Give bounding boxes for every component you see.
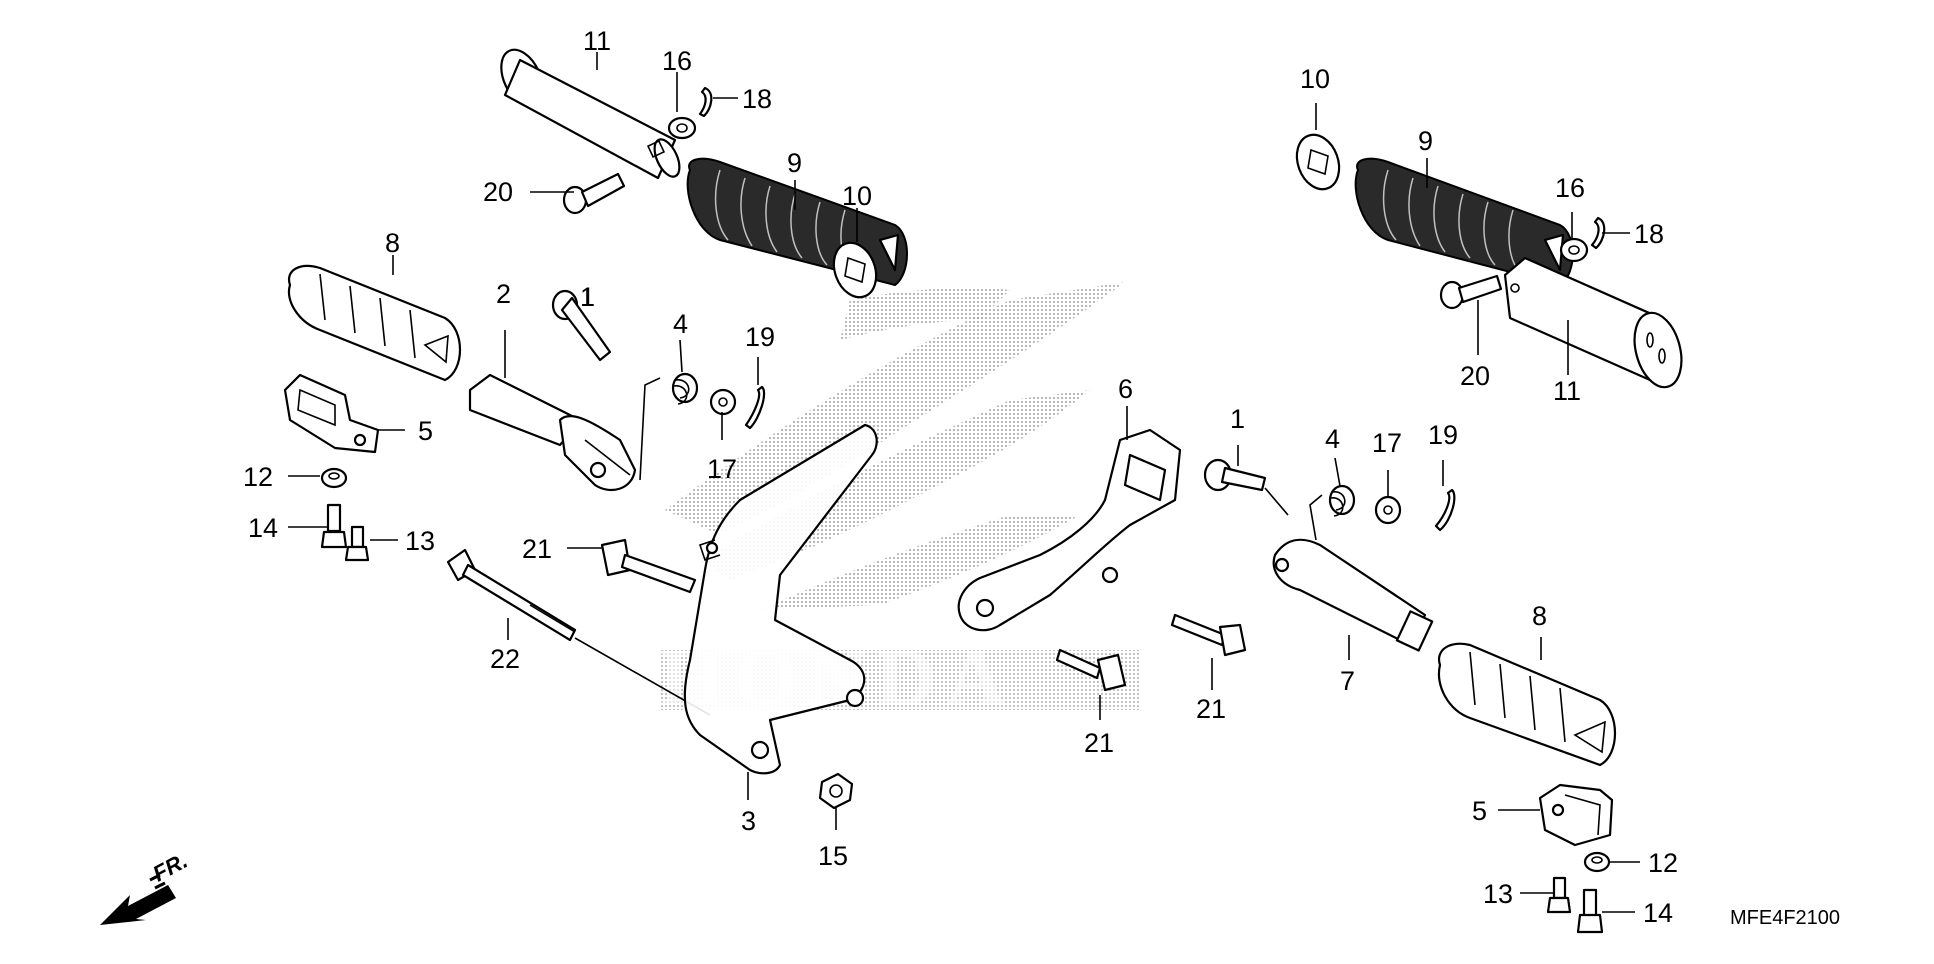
callout-14: 14 xyxy=(248,513,278,543)
callout-16-right: 16 xyxy=(1555,173,1585,203)
long-bolt xyxy=(446,548,711,716)
shaped-washer-left xyxy=(832,241,878,299)
leader-lines xyxy=(288,52,1640,913)
callout-9: 9 xyxy=(787,148,802,178)
return-spring-left xyxy=(639,372,699,481)
part-callouts: 11 16 18 20 9 10 8 1 2 4 19 5 17 12 14 1… xyxy=(243,26,1840,929)
callout-11-right: 11 xyxy=(1553,376,1581,406)
callout-20: 20 xyxy=(483,177,513,207)
pillion-peg-rubber-right xyxy=(1354,157,1574,287)
bolt-14-right xyxy=(1576,888,1604,934)
callout-11: 11 xyxy=(583,26,611,56)
callout-5-right: 5 xyxy=(1472,796,1487,826)
flange-bolt-left-bracket xyxy=(600,538,697,594)
callout-18: 18 xyxy=(742,84,772,114)
callout-21-right-lower: 21 xyxy=(1084,728,1114,758)
cotter-pin-right-lower xyxy=(1434,488,1456,532)
flange-bolt-right-lower xyxy=(1055,648,1127,692)
callout-4: 4 xyxy=(673,309,688,339)
callout-15: 15 xyxy=(818,841,848,871)
pillion-peg-shaft-left xyxy=(500,48,681,180)
front-direction-arrow: FR. xyxy=(100,848,192,925)
bolt-13-left xyxy=(344,525,370,562)
nut-right xyxy=(1583,851,1611,873)
footpeg-pivot-pin-left xyxy=(551,289,612,362)
footpeg-rubber-right xyxy=(1437,642,1617,767)
callout-8-right: 8 xyxy=(1532,601,1547,631)
callout-7: 7 xyxy=(1340,666,1355,696)
footpeg-pivot-pin-right xyxy=(1203,458,1289,516)
footpeg-bracket-plate-right xyxy=(957,428,1182,632)
footpeg-bracket-right xyxy=(1538,783,1614,847)
washer-right-lower xyxy=(1374,495,1402,525)
callout-1-right: 1 xyxy=(1230,404,1245,434)
callout-18-right: 18 xyxy=(1634,219,1664,249)
callout-6: 6 xyxy=(1118,374,1133,404)
callout-14-right: 14 xyxy=(1643,898,1673,928)
shaped-washer-right xyxy=(1295,133,1341,191)
clevis-pin-right-upper xyxy=(1439,274,1503,310)
callout-1: 1 xyxy=(580,282,595,312)
washer-right-upper xyxy=(1559,237,1589,263)
callout-12: 12 xyxy=(243,462,273,492)
cotter-pin-right-upper xyxy=(1590,216,1606,250)
callout-3: 3 xyxy=(741,806,756,836)
callout-2: 2 xyxy=(496,279,511,309)
flange-bolt-right-upper xyxy=(1170,613,1247,657)
nut-left xyxy=(320,467,348,489)
bolt-13-right xyxy=(1546,876,1572,914)
cotter-pin-left-upper xyxy=(698,86,713,118)
callout-4-right: 4 xyxy=(1325,424,1340,454)
callout-21-right-upper: 21 xyxy=(1196,694,1226,724)
callout-10: 10 xyxy=(842,181,872,211)
callout-16: 16 xyxy=(662,46,692,76)
pillion-peg-shaft-right xyxy=(1503,256,1683,389)
footpeg-bracket-plate-left xyxy=(683,423,878,775)
footpeg-right xyxy=(1272,538,1434,652)
callout-19: 19 xyxy=(745,322,775,352)
callout-17-right: 17 xyxy=(1372,428,1402,458)
callout-12-right: 12 xyxy=(1648,848,1678,878)
callout-22: 22 xyxy=(490,644,520,674)
bolt-14-left xyxy=(320,503,348,549)
callout-13-right: 13 xyxy=(1483,879,1513,909)
callout-19-right: 19 xyxy=(1428,420,1458,450)
callout-10-right: 10 xyxy=(1300,64,1330,94)
callout-9-right: 9 xyxy=(1418,126,1433,156)
front-marker-label: FR. xyxy=(149,848,192,887)
callout-17: 17 xyxy=(707,454,737,484)
footpeg-rubber-left xyxy=(287,264,462,382)
footpeg-bracket-left xyxy=(283,373,380,454)
callout-13: 13 xyxy=(405,526,435,556)
cotter-pin-left-lower xyxy=(744,385,766,430)
flange-nut-left xyxy=(818,772,854,810)
return-spring-right xyxy=(1309,484,1356,541)
callout-21: 21 xyxy=(522,534,552,564)
callout-5: 5 xyxy=(418,416,433,446)
diagram-code: MFE4F2100 xyxy=(1730,907,1840,929)
washer-left-lower xyxy=(709,388,737,416)
footpeg-left xyxy=(468,373,637,492)
clevis-pin-left-upper xyxy=(562,172,626,215)
washer-left-upper xyxy=(667,116,697,140)
callout-8: 8 xyxy=(385,228,400,258)
callout-20-right: 20 xyxy=(1460,361,1490,391)
